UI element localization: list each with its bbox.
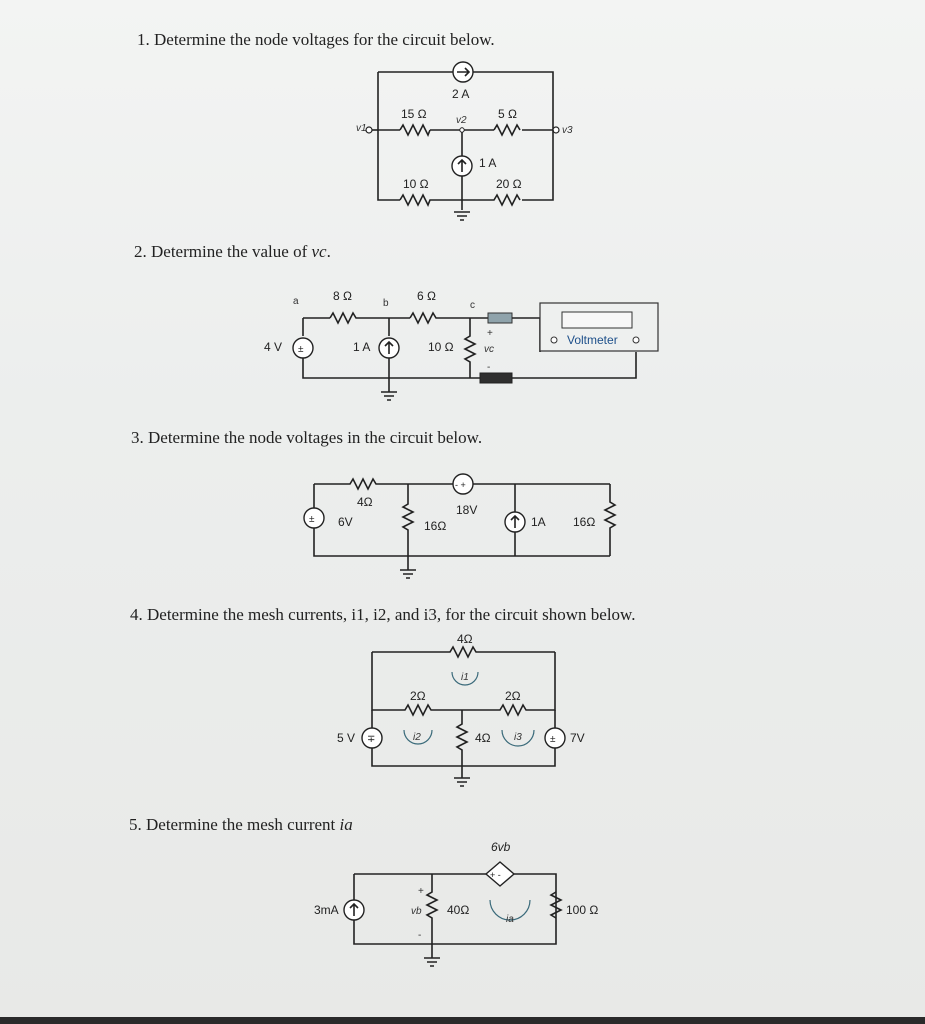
label-plus: + [487, 328, 493, 339]
ground-icon [400, 556, 416, 579]
ground-icon [454, 766, 470, 787]
label-vc: vc [484, 344, 494, 355]
label-1a: 1 A [353, 340, 370, 354]
question-3-text: 3. Determine the node voltages in the ci… [131, 428, 483, 447]
label-2a: 2 A [452, 87, 469, 101]
resistor-5-icon [493, 123, 521, 137]
resistor-40-vertical-icon [425, 874, 439, 944]
label-2-ohm-b: 2Ω [505, 689, 521, 703]
question-3: 3. Determine the node voltages in the ci… [131, 428, 482, 448]
svg-text:∓: ∓ [367, 734, 375, 745]
svg-text:±: ± [298, 344, 304, 355]
circuit-5: + - 6vb 3mA + vb - 40Ω ia 100 Ω [314, 840, 598, 967]
label-7v: 7V [570, 731, 585, 745]
label-vb: vb [411, 906, 422, 917]
mesh-i3-arrow-icon [501, 729, 535, 747]
dependent-source-icon [484, 861, 516, 887]
voltmeter-label: Voltmeter [567, 333, 618, 347]
label-ia: ia [506, 914, 514, 925]
question-4: 4. Determine the mesh currents, i1, i2, … [130, 605, 635, 625]
label-8-ohm: 8 Ω [333, 289, 352, 303]
resistor-100-vertical-icon [549, 891, 563, 919]
question-5: 5. Determine the mesh current ia [129, 815, 353, 835]
label-5-ohm: 5 Ω [498, 107, 517, 121]
label-i3: i3 [514, 732, 522, 743]
label-minus: - [418, 930, 421, 941]
voltmeter-display [561, 311, 633, 329]
screen-bezel [0, 1017, 925, 1024]
label-20-ohm: 20 Ω [496, 177, 522, 191]
label-1a: 1A [531, 515, 546, 529]
label-i1: i1 [461, 672, 469, 683]
label-4-ohm-top: 4Ω [457, 632, 473, 646]
label-100-ohm: 100 Ω [566, 903, 598, 917]
circuit-2: ± Voltmeter a b c 8 Ω 6 Ω 4 V [264, 289, 659, 401]
label-40-ohm: 40Ω [447, 903, 469, 917]
mesh-ia-arrow-icon [489, 899, 531, 921]
label-18v: 18V [456, 503, 477, 517]
label-5v: 5 V [337, 731, 355, 745]
resistor-15-icon [399, 123, 431, 137]
label-6v: 6V [338, 515, 353, 529]
circuit-1: 2 A 15 Ω 5 Ω v1 v2 v3 1 A 10 Ω 20 Ω [356, 61, 573, 221]
ground-icon [424, 944, 440, 967]
resistor-10-vertical-icon [463, 318, 477, 378]
label-2-ohm-a: 2Ω [410, 689, 426, 703]
resistor-4-vertical-icon [455, 710, 469, 766]
label-node-b: b [383, 298, 389, 309]
question-5-text: 5. Determine the mesh current [129, 815, 340, 834]
question-1: 1. Determine the node voltages for the c… [137, 30, 495, 50]
label-v3: v3 [562, 125, 573, 136]
circuit-3: ± - + 4Ω 6V 16Ω 18V 1A 16Ω [303, 473, 617, 579]
resistor-16-vertical-icon [401, 484, 415, 556]
label-node-c: c [470, 300, 475, 311]
svg-text:±: ± [550, 734, 556, 745]
label-4v: 4 V [264, 340, 282, 354]
label-10-ohm: 10 Ω [403, 177, 429, 191]
mesh-i2-arrow-icon [403, 729, 433, 745]
label-minus: - [487, 362, 490, 373]
mesh-i1-arrow-icon [451, 671, 479, 686]
label-6vb: 6vb [491, 840, 511, 854]
circuit-4: ∓ ± 4Ω i1 2Ω 2Ω 5 V i2 4Ω i3 7V [337, 632, 585, 787]
label-4-ohm-mid: 4Ω [475, 731, 491, 745]
question-5-var: ia [339, 815, 353, 834]
question-2: 2. Determine the value of vc. [134, 242, 331, 262]
ground-icon [381, 378, 397, 401]
voltage-source-7v-icon [544, 727, 566, 749]
voltage-source-18v-icon [452, 473, 474, 495]
label-v1: v1 [356, 123, 367, 134]
node-v3-terminal [552, 126, 560, 134]
label-3ma: 3mA [314, 903, 339, 917]
label-15-ohm: 15 Ω [401, 107, 427, 121]
label-6-ohm: 6 Ω [417, 289, 436, 303]
label-plus: + [418, 886, 424, 897]
question-2-text: 2. Determine the value of [134, 242, 312, 261]
svg-text:- +: - + [455, 480, 466, 490]
label-i2: i2 [413, 732, 421, 743]
label-4-ohm: 4Ω [357, 495, 373, 509]
question-2-var: vc [311, 242, 327, 261]
question-2-suffix: . [326, 242, 331, 261]
svg-text:±: ± [309, 514, 315, 525]
svg-text:+ -: + - [490, 870, 501, 880]
question-1-text: 1. Determine the node voltages for the c… [137, 30, 495, 49]
label-v2: v2 [456, 115, 467, 126]
label-16-ohm-b: 16Ω [573, 515, 595, 529]
ground-icon [454, 211, 470, 221]
label-10-ohm: 10 Ω [428, 340, 454, 354]
label-node-a: a [293, 296, 299, 307]
label-1a: 1 A [479, 156, 496, 170]
label-16-ohm-a: 16Ω [424, 519, 446, 533]
question-4-text: 4. Determine the mesh currents, i1, i2, … [130, 605, 636, 624]
